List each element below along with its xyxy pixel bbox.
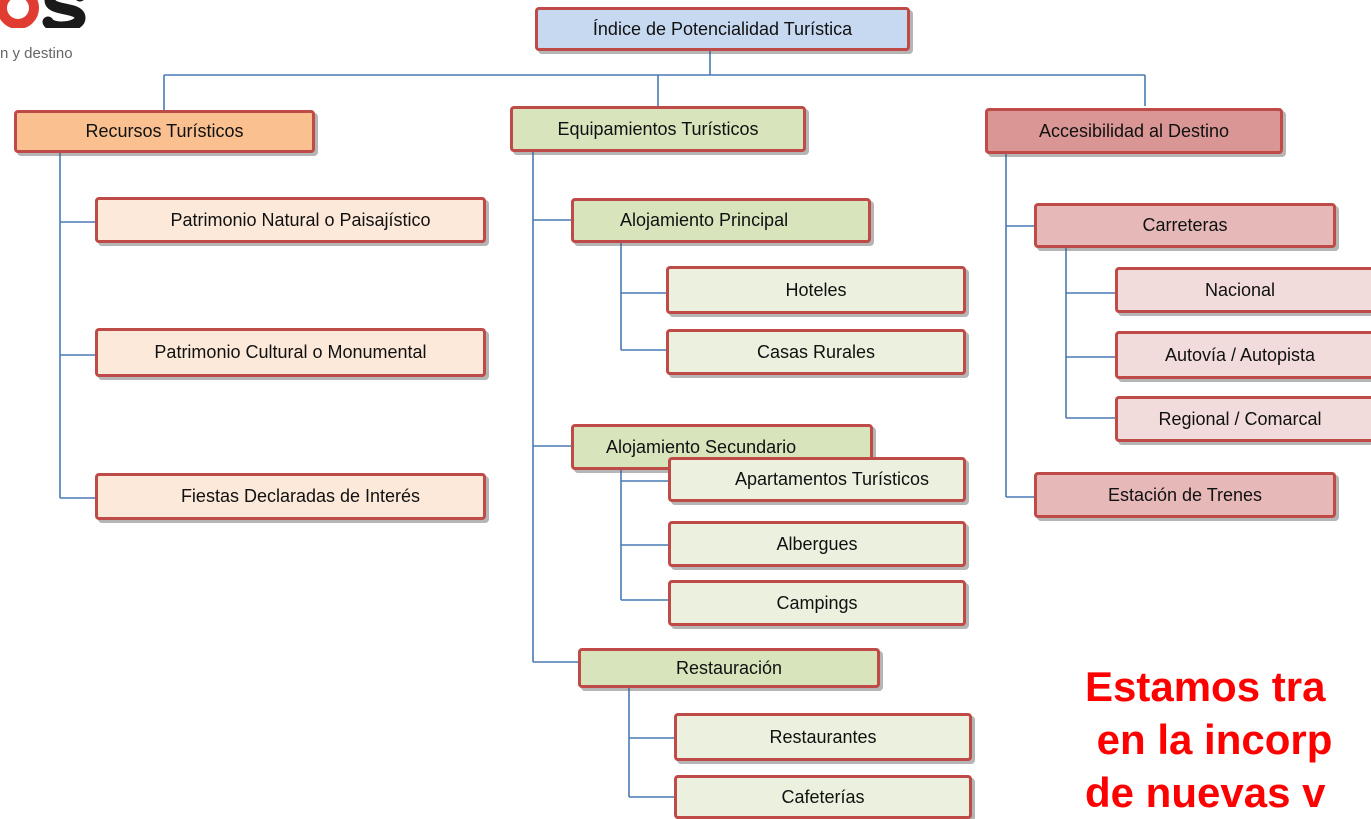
recursos-item-label: Patrimonio Cultural o Monumental — [154, 342, 427, 362]
alojamiento-secundario-label: Alojamiento Secundario — [606, 436, 797, 457]
callout-line: de nuevas v — [1085, 769, 1326, 816]
estacion-trenes-node: Estación de Trenes — [1034, 472, 1336, 518]
recursos-item-label: Fiestas Declaradas de Interés — [180, 486, 421, 506]
item-cafeterias: Cafeterías — [674, 775, 972, 819]
item-label: Apartamentos Turísticos — [734, 469, 930, 489]
item-restaurantes: Restaurantes — [674, 713, 972, 761]
equipamientos-label: Equipamientos Turísticos — [557, 118, 759, 139]
item-casas-rurales: Casas Rurales — [666, 329, 966, 375]
item-label: Campings — [776, 592, 858, 613]
item-label: Albergues — [776, 533, 858, 554]
item-label: Regional / Comarcal — [1158, 408, 1322, 429]
accesibilidad-node: Accesibilidad al Destino — [985, 108, 1283, 154]
recursos-label: Recursos Turísticos — [85, 121, 244, 141]
item-autovia: Autovía / Autopista — [1115, 331, 1371, 379]
recursos-item-cultural: Patrimonio Cultural o Monumental — [95, 328, 486, 377]
restauracion-node: Restauración — [578, 648, 880, 688]
restauracion-label: Restauración — [675, 657, 783, 678]
callout-text: Estamos tra en la incorp de nuevas v — [1085, 660, 1371, 819]
carreteras-label: Carreteras — [1142, 215, 1228, 235]
item-campings: Campings — [668, 580, 966, 626]
equipamientos-node: Equipamientos Turísticos — [510, 106, 806, 152]
logo: n y destino — [0, 0, 110, 75]
alojamiento-principal-node: Alojamiento Principal — [571, 198, 871, 243]
accesibilidad-label: Accesibilidad al Destino — [1038, 120, 1230, 141]
carreteras-node: Carreteras — [1034, 203, 1336, 248]
item-apartamentos: Apartamentos Turísticos — [668, 457, 966, 502]
item-label: Restaurantes — [769, 726, 877, 747]
recursos-node: Recursos Turísticos — [14, 110, 315, 153]
root-node: Índice de Potencialidad Turística — [535, 7, 910, 51]
item-hoteles: Hoteles — [666, 266, 966, 314]
item-label: Casas Rurales — [756, 341, 876, 362]
recursos-item-label: Patrimonio Natural o Paisajístico — [170, 209, 431, 230]
item-label: Hoteles — [785, 279, 847, 300]
item-label: Nacional — [1204, 279, 1276, 300]
item-albergues: Albergues — [668, 521, 966, 567]
item-label: Autovía / Autopista — [1164, 344, 1316, 365]
estacion-trenes-label: Estación de Trenes — [1107, 484, 1263, 505]
callout-line: Estamos tra — [1085, 663, 1326, 710]
item-nacional: Nacional — [1115, 267, 1371, 313]
item-label: Cafeterías — [781, 786, 865, 807]
logo-tagline: n y destino — [0, 45, 73, 62]
logo-mark-icon — [0, 0, 86, 28]
item-regional: Regional / Comarcal — [1115, 396, 1371, 442]
recursos-item-natural: Patrimonio Natural o Paisajístico — [95, 197, 486, 243]
alojamiento-principal-label: Alojamiento Principal — [620, 210, 789, 230]
callout-line: en la incorp — [1085, 716, 1333, 763]
root-label: Índice de Potencialidad Turística — [592, 18, 853, 39]
recursos-item-fiestas: Fiestas Declaradas de Interés — [95, 473, 486, 520]
